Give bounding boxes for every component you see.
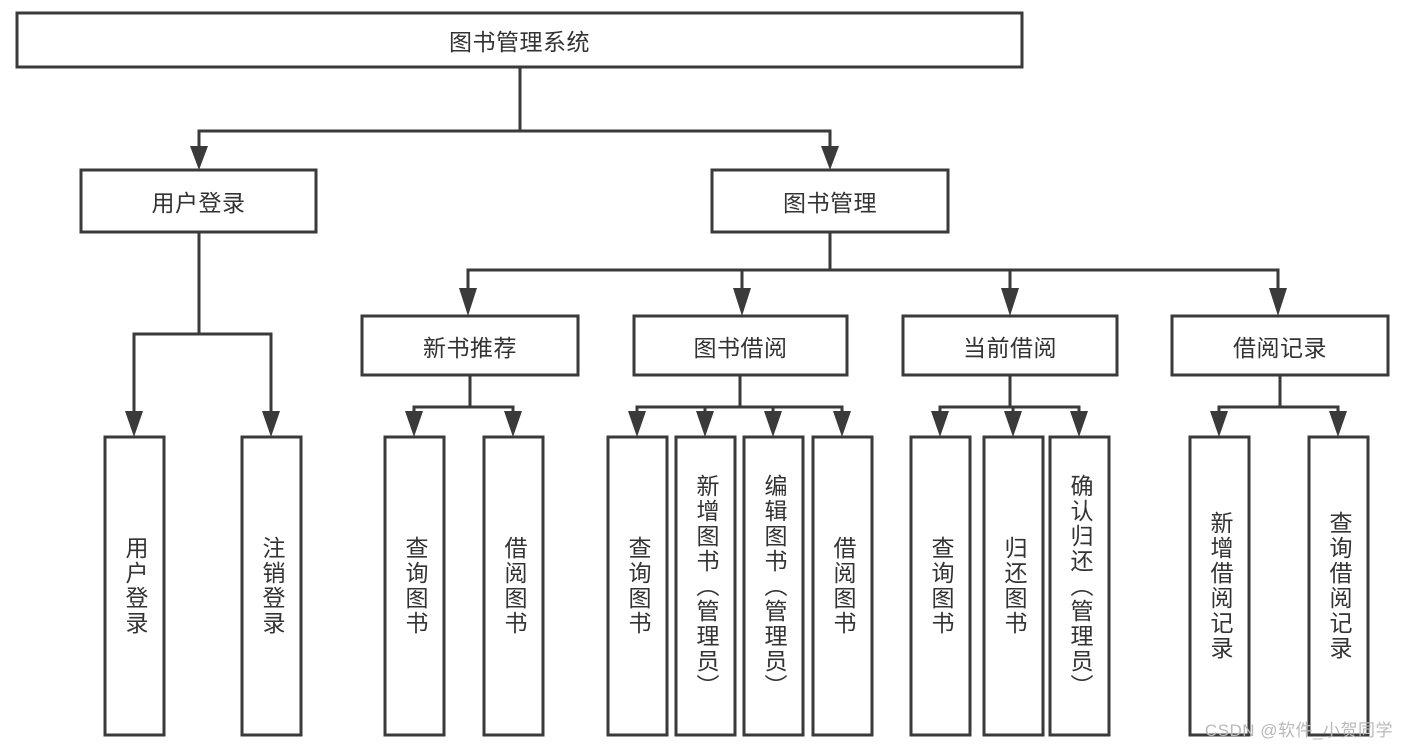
arrow-head-new-book-recommend bbox=[459, 288, 477, 316]
node-box-user-login[interactable] bbox=[79, 168, 318, 234]
arrow-head-leaf-query-book-2 bbox=[628, 411, 646, 437]
node-box-borrow-record[interactable] bbox=[1170, 314, 1390, 377]
nodes-group bbox=[15, 11, 1390, 737]
arrow-head-leaf-user-login bbox=[125, 411, 143, 437]
arrow-head-leaf-query-record bbox=[1329, 411, 1347, 437]
leaf-box-add-borrow-record[interactable] bbox=[1188, 435, 1251, 737]
arrow-head-book-manage bbox=[821, 146, 839, 170]
node-box-current-borrow[interactable] bbox=[901, 314, 1119, 377]
leaf-box-query-borrow-record[interactable] bbox=[1307, 435, 1370, 737]
arrow-head-book-borrow bbox=[733, 288, 751, 316]
leaf-box-query-book-current[interactable] bbox=[909, 435, 972, 737]
node-box-book-borrow[interactable] bbox=[632, 314, 849, 377]
arrow-head-user-login bbox=[190, 146, 208, 170]
arrow-head-leaf-add-record bbox=[1210, 411, 1228, 437]
node-box-book-management[interactable] bbox=[710, 168, 950, 234]
leaf-box-add-book-admin[interactable] bbox=[674, 435, 737, 737]
arrow-head-leaf-logout bbox=[262, 411, 280, 437]
leaf-box-borrow-book[interactable] bbox=[811, 435, 874, 737]
leaf-box-confirm-return-admin[interactable] bbox=[1048, 435, 1111, 737]
arrow-head-leaf-edit-book bbox=[764, 411, 782, 437]
arrow-head-leaf-confirm-return bbox=[1070, 411, 1088, 437]
leaf-box-edit-book-admin[interactable] bbox=[742, 435, 805, 737]
arrow-head-leaf-query-book-1 bbox=[405, 411, 423, 437]
csdn-watermark: CSDN @软件_小贺同学 bbox=[1204, 721, 1393, 740]
arrow-head-current-borrow bbox=[1001, 288, 1019, 316]
node-box-root[interactable] bbox=[15, 11, 1024, 69]
leaf-box-logout[interactable] bbox=[240, 435, 303, 737]
arrow-head-borrow-record bbox=[1269, 288, 1287, 316]
arrow-head-leaf-borrow-book-2 bbox=[833, 411, 851, 437]
arrow-head-leaf-add-book bbox=[696, 411, 714, 437]
leaf-box-query-book-borrow[interactable] bbox=[606, 435, 669, 737]
connectors-group bbox=[125, 65, 1347, 437]
leaf-box-user-login[interactable] bbox=[103, 435, 166, 737]
arrow-head-leaf-return-book bbox=[1004, 411, 1022, 437]
leaf-box-borrow-book-recommend[interactable] bbox=[482, 435, 545, 737]
arrow-head-leaf-borrow-book-1 bbox=[504, 411, 522, 437]
arrow-head-leaf-query-book-3 bbox=[931, 411, 949, 437]
leaf-box-query-book-recommend[interactable] bbox=[383, 435, 446, 737]
node-box-new-book-recommend[interactable] bbox=[360, 314, 580, 377]
leaf-box-return-book[interactable] bbox=[982, 435, 1045, 737]
